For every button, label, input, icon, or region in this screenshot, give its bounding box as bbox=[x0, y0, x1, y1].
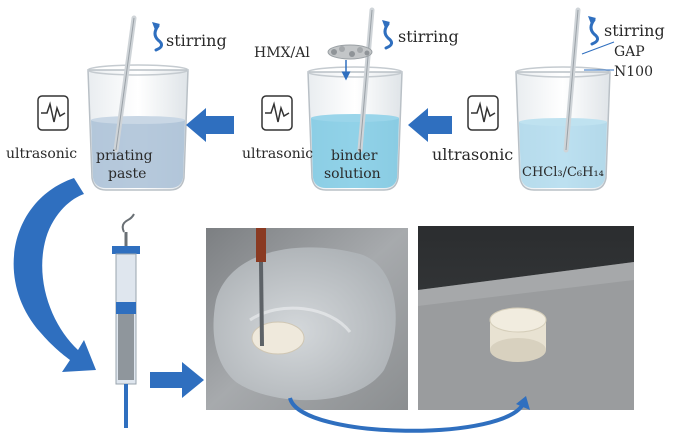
beaker-solvent bbox=[515, 7, 615, 191]
label-solvent: CHCl₃/C₆H₁₄ bbox=[522, 165, 604, 180]
label-stirring-3: stirring bbox=[604, 21, 665, 40]
stirring-arrow-icon bbox=[152, 22, 163, 52]
label-binder-line2: solution bbox=[324, 166, 381, 182]
stirring-arrow-icon bbox=[588, 16, 599, 46]
hmx-al-particles-icon bbox=[327, 44, 373, 81]
binder-liquid bbox=[311, 118, 399, 188]
ultrasonic-waveform-icon bbox=[467, 95, 499, 131]
label-ultrasonic-1: ultrasonic bbox=[6, 146, 77, 162]
curved-arrow-to-syringe bbox=[13, 178, 96, 372]
arrow-binder-to-paste bbox=[186, 108, 234, 142]
stirring-arrow-icon bbox=[382, 20, 393, 50]
paste-liquid bbox=[91, 120, 185, 188]
label-hmx-al: HMX/Al bbox=[254, 45, 310, 61]
label-stirring-1: stirring bbox=[166, 31, 227, 50]
label-paste-line2: paste bbox=[108, 166, 146, 182]
label-ultrasonic-3: ultrasonic bbox=[432, 145, 513, 164]
arrow-syringe-to-print bbox=[150, 362, 204, 398]
label-stirring-2: stirring bbox=[398, 27, 459, 46]
beaker-paste bbox=[87, 15, 189, 191]
label-gap: GAP bbox=[614, 44, 645, 60]
syringe-icon bbox=[112, 213, 140, 428]
ultrasonic-waveform-icon bbox=[37, 95, 69, 131]
label-n100: N100 bbox=[614, 64, 653, 80]
label-paste-line1: priating bbox=[96, 148, 153, 164]
photo-sample bbox=[418, 226, 634, 410]
arrow-solvent-to-binder bbox=[408, 108, 452, 142]
label-ultrasonic-2: ultrasonic bbox=[242, 146, 313, 162]
curved-arrow-print-to-sample bbox=[288, 397, 526, 433]
beaker-binder bbox=[307, 7, 403, 191]
ultrasonic-waveform-icon bbox=[261, 95, 293, 131]
photo-printing bbox=[206, 228, 408, 410]
solvent-liquid bbox=[519, 122, 607, 188]
label-binder-line1: binder bbox=[331, 148, 378, 164]
